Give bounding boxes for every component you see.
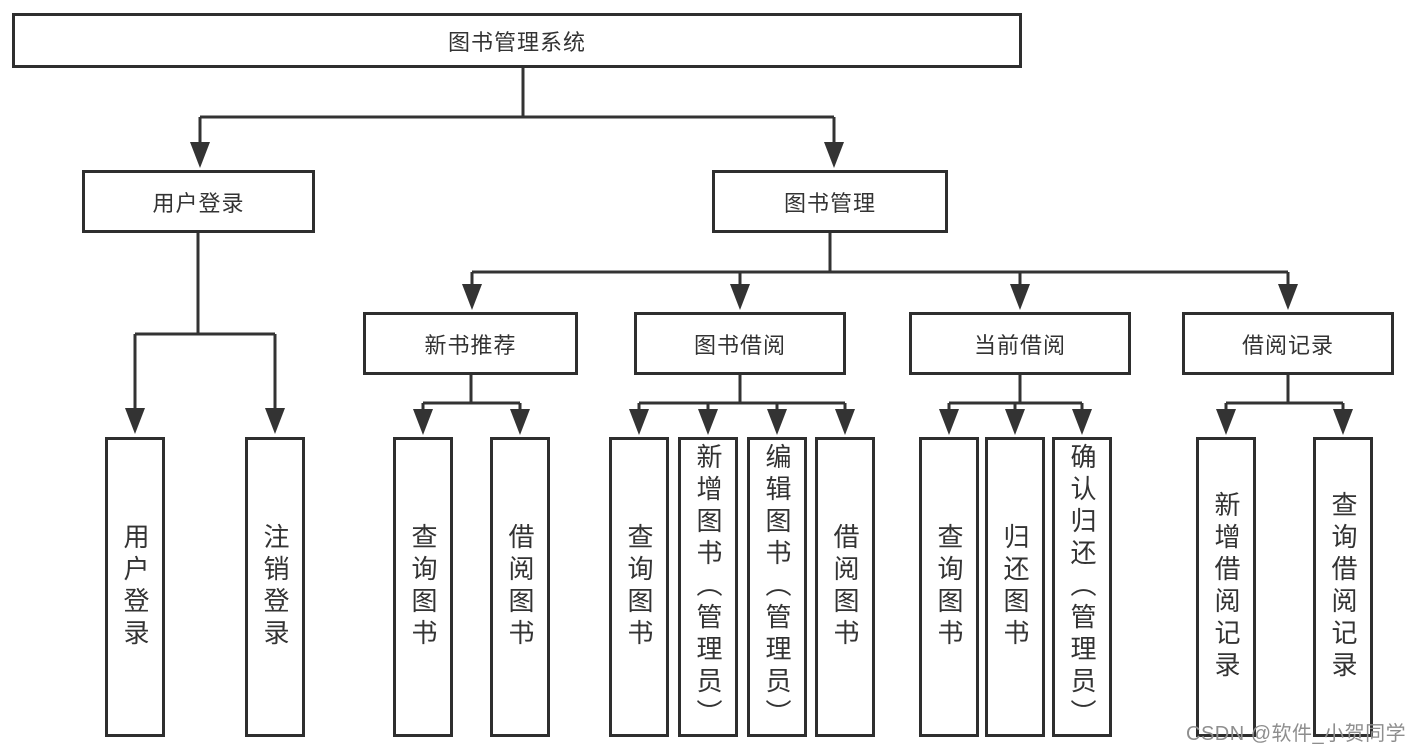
- node-leaf-edit-book: 编辑图书（管理员）: [747, 437, 807, 737]
- node-leaf-add-book: 新增图书（管理员）: [678, 437, 738, 737]
- node-leaf-return-book: 归还图书: [985, 437, 1045, 737]
- node-leaf-query-book-2: 查询图书: [609, 437, 669, 737]
- connector-book-management-children: [462, 233, 1298, 310]
- node-user-login: 用户登录: [82, 170, 315, 233]
- node-current-borrow-label: 当前借阅: [973, 332, 1066, 358]
- node-leaf-borrow-book-1-label: 借阅图书: [505, 523, 535, 651]
- node-leaf-query-book-3: 查询图书: [919, 437, 979, 737]
- node-leaf-edit-book-label: 编辑图书（管理员）: [762, 443, 792, 731]
- node-leaf-query-book-1-label: 查询图书: [408, 523, 438, 651]
- connector-borrow-records-children: [1216, 375, 1353, 435]
- node-current-borrow: 当前借阅: [909, 312, 1131, 375]
- node-new-book-recommend-label: 新书推荐: [424, 332, 517, 358]
- node-borrow-records-label: 借阅记录: [1241, 332, 1334, 358]
- node-book-borrow: 图书借阅: [634, 312, 846, 375]
- node-leaf-logout: 注销登录: [245, 437, 305, 737]
- node-book-management-label: 图书管理: [783, 190, 876, 216]
- node-leaf-add-record: 新增借阅记录: [1196, 437, 1256, 737]
- node-user-login-label: 用户登录: [152, 190, 245, 216]
- csdn-watermark: CSDN @软件_小贺同学: [1186, 723, 1405, 745]
- node-leaf-query-book-2-label: 查询图书: [624, 523, 654, 651]
- node-leaf-add-record-label: 新增借阅记录: [1211, 491, 1241, 683]
- connector-root-to-level2: [190, 68, 844, 168]
- node-borrow-records: 借阅记录: [1182, 312, 1394, 375]
- connector-new-book-children: [413, 375, 530, 435]
- node-root: 图书管理系统: [12, 13, 1022, 68]
- connector-user-login-children: [125, 233, 285, 434]
- node-leaf-user-login: 用户登录: [105, 437, 165, 737]
- node-leaf-query-record-label: 查询借阅记录: [1328, 491, 1358, 683]
- node-new-book-recommend: 新书推荐: [363, 312, 578, 375]
- node-leaf-borrow-book-2: 借阅图书: [815, 437, 875, 737]
- connector-current-borrow-children: [939, 375, 1092, 435]
- node-leaf-query-book-3-label: 查询图书: [934, 523, 964, 651]
- node-book-management: 图书管理: [712, 170, 948, 233]
- node-leaf-add-book-label: 新增图书（管理员）: [693, 443, 723, 731]
- node-leaf-query-record: 查询借阅记录: [1313, 437, 1373, 737]
- node-leaf-borrow-book-2-label: 借阅图书: [830, 523, 860, 651]
- node-root-label: 图书管理系统: [447, 29, 586, 55]
- node-leaf-query-book-1: 查询图书: [393, 437, 453, 737]
- node-leaf-confirm-return: 确认归还（管理员）: [1052, 437, 1112, 737]
- connector-book-borrow-children: [629, 375, 855, 435]
- node-leaf-user-login-label: 用户登录: [120, 523, 150, 651]
- node-leaf-return-book-label: 归还图书: [1000, 523, 1030, 651]
- node-book-borrow-label: 图书借阅: [693, 332, 786, 358]
- node-leaf-logout-label: 注销登录: [260, 523, 290, 651]
- node-leaf-borrow-book-1: 借阅图书: [490, 437, 550, 737]
- node-leaf-confirm-return-label: 确认归还（管理员）: [1067, 443, 1097, 731]
